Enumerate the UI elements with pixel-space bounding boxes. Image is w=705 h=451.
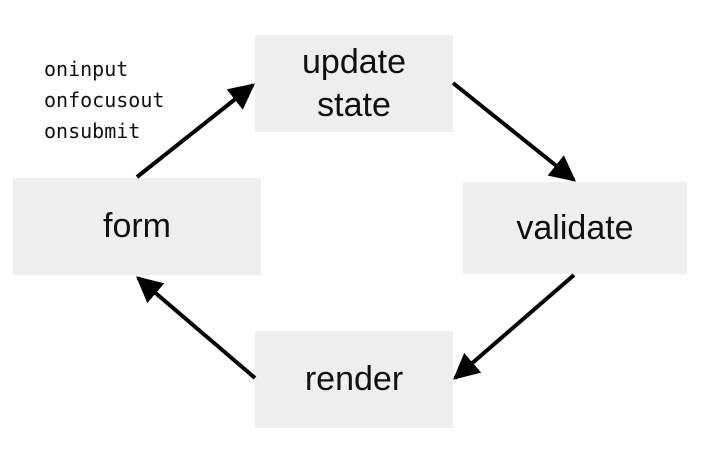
validate-label: validate	[516, 208, 634, 247]
validate-node: validate	[463, 182, 687, 274]
form-node: form	[13, 178, 261, 275]
event-list: oninput onfocusout onsubmit	[44, 54, 164, 147]
arrow-update-state-to-validate	[451, 81, 577, 182]
update-state-label-line2: state	[317, 85, 391, 124]
arrow-render-to-form	[136, 276, 257, 380]
event-onsubmit: onsubmit	[44, 119, 141, 143]
arrow-validate-to-render	[453, 273, 576, 380]
render-node: render	[255, 331, 453, 428]
event-oninput: oninput	[44, 57, 129, 81]
form-label: form	[103, 207, 171, 245]
render-label: render	[304, 360, 404, 398]
arrow-form-to-update-state	[135, 83, 256, 179]
event-onfocusout: onfocusout	[44, 88, 165, 112]
update-state-label-line1: update	[302, 42, 406, 81]
update-state-node: update state	[255, 35, 453, 132]
